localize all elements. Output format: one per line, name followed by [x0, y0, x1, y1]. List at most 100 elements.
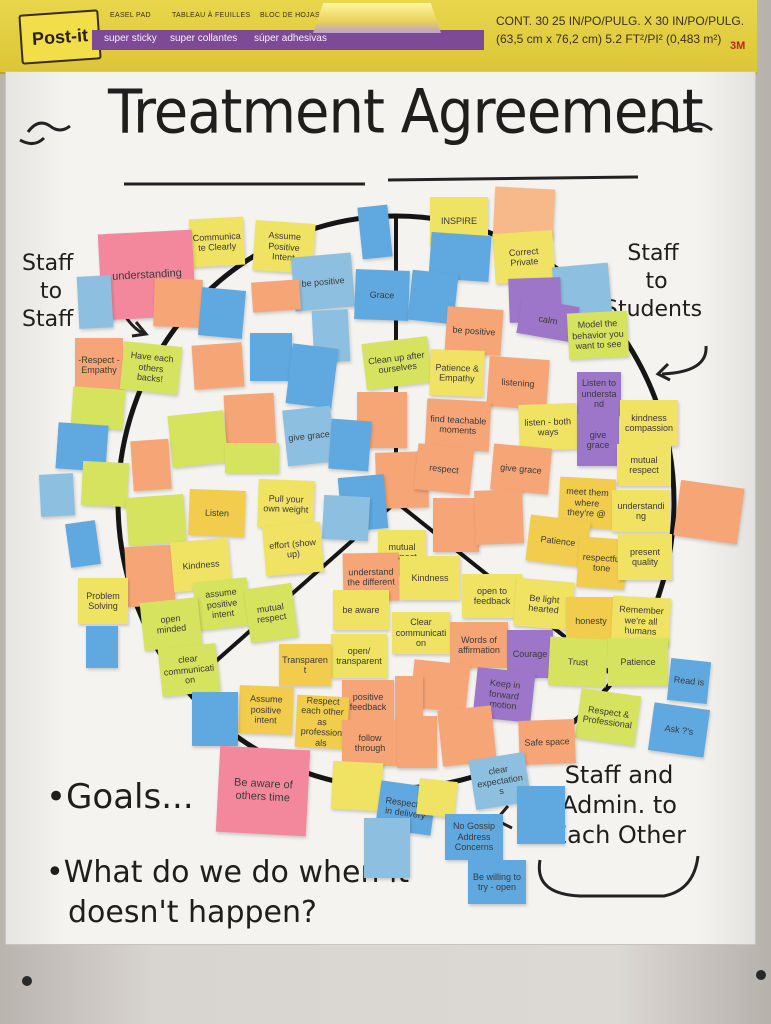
- 3m-logo: 3M: [730, 40, 746, 52]
- sticky-note: [433, 498, 479, 552]
- sticky-note: [167, 410, 229, 468]
- spec-line-1: CONT. 30 25 IN/PO/PULG. X 30 IN/PO/PULG.: [496, 14, 745, 28]
- right-magnet: [756, 970, 766, 980]
- sticky-note: assume positive intent: [192, 577, 252, 631]
- sticky-note: Courage: [507, 630, 553, 678]
- sticky-note: Communicate Clearly: [188, 216, 246, 268]
- sticky-note: [416, 778, 458, 818]
- sticky-note: clear communication: [157, 643, 221, 697]
- sticky-note: [328, 418, 372, 472]
- sticky-note: [86, 626, 118, 668]
- staff-admin-label: Staff and Admin. to Each Other: [552, 761, 687, 849]
- sticky-note: [250, 333, 292, 381]
- sticky-note: Patience & Empathy: [429, 349, 485, 397]
- staff-to-staff-label: Staff to Staff: [22, 251, 74, 332]
- sticky-note: Clear communication: [392, 612, 450, 654]
- chart-title: Treatment Agreement: [108, 77, 704, 148]
- sticky-note: Problem Solving: [78, 578, 128, 624]
- sticky-note: [364, 818, 410, 878]
- sticky-note: [397, 716, 437, 768]
- super-sticky-banner: super sticky super collantes súper adhes…: [92, 30, 484, 50]
- sticky-note: kindness compassion: [620, 400, 678, 446]
- sticky-note: give grace: [282, 405, 336, 467]
- sticky-note: effort (show up): [261, 521, 325, 577]
- sticky-note: Correct Private: [492, 229, 556, 285]
- right-flourish: [646, 121, 713, 133]
- tableau-label: TABLEAU À FEUILLES: [172, 12, 251, 19]
- sticky-note: give grace: [577, 414, 619, 466]
- sticky-note: [191, 342, 245, 390]
- sticky-note: [321, 494, 371, 542]
- sticky-note: Safe space: [518, 719, 576, 765]
- sticky-note: Be aware of others time: [215, 745, 311, 837]
- sticky-note: open/ transparent: [331, 634, 387, 678]
- sticky-note: Be willing to try - open: [468, 860, 526, 904]
- sticky-note: Words of affirmation: [450, 622, 508, 668]
- sticky-note: Model the behavior you want to see: [566, 310, 630, 360]
- sticky-note: [673, 479, 745, 545]
- sticky-note: open to feedback: [462, 574, 522, 618]
- sticky-note: [153, 278, 203, 328]
- sticky-note: [80, 460, 130, 508]
- left-flourish-tail: [19, 136, 46, 145]
- sticky-note: Patience: [608, 638, 668, 686]
- sticky-note: be positive: [444, 306, 504, 356]
- staff-to-students-label: Staff to Students: [604, 241, 703, 322]
- super-collantes-text: super collantes: [170, 33, 238, 44]
- sticky-note: [357, 204, 393, 260]
- sticky-note: Transparent: [279, 644, 331, 686]
- sticky-note: Pull your own weight: [257, 479, 315, 529]
- sticky-note: be aware: [333, 590, 389, 630]
- arrow-left-head: [131, 321, 149, 338]
- sticky-note: Have each others backs!: [119, 341, 183, 395]
- sticky-note: [330, 760, 384, 812]
- arrow-right: [661, 345, 708, 376]
- sticky-note: Trust: [547, 636, 609, 688]
- sticky-note: [251, 279, 301, 313]
- sticky-note: Respect & Professional: [574, 688, 642, 746]
- sticky-note: Read is: [666, 658, 712, 704]
- super-sticky-text: super sticky: [104, 33, 157, 44]
- sticky-note: No Gossip Address Concerns: [445, 814, 503, 860]
- sticky-note: positive feedback: [342, 680, 394, 724]
- sticky-note: follow through: [342, 720, 398, 766]
- sticky-note: [130, 438, 172, 492]
- sticky-note: mutual respect: [617, 444, 671, 486]
- sticky-note: [474, 489, 524, 545]
- goals-label: •Goals...: [46, 777, 194, 817]
- easel-pad-label: EASEL PAD: [110, 12, 151, 19]
- sticky-note: Kindness: [400, 556, 460, 600]
- spec-line-2: (63,5 cm x 76,2 cm) 5.2 FT²/PI² (0,483 m…: [496, 32, 722, 46]
- sticky-note: [285, 343, 339, 409]
- sticky-note: Listen: [188, 489, 246, 537]
- sticky-note: [197, 287, 247, 339]
- sticky-note: Listen to understand: [577, 372, 621, 416]
- pad-spec: CONT. 30 25 IN/PO/PULG. X 30 IN/PO/PULG.…: [496, 12, 746, 48]
- sticky-note: Grace: [354, 269, 410, 321]
- sticky-note: [124, 544, 176, 608]
- sticky-note: [76, 275, 114, 329]
- doesnt-happen-label: doesn't happen?: [68, 895, 317, 930]
- super-adhesivas-text: súper adhesivas: [254, 33, 327, 44]
- sticky-note: mutual respect: [243, 582, 299, 644]
- bottom-right-bracket: [537, 855, 700, 898]
- sticky-note: respect: [413, 443, 475, 495]
- title-underline-right: [387, 175, 639, 182]
- arrow-right-head: [655, 362, 671, 382]
- sticky-note: find teachable moments: [424, 398, 492, 452]
- pad-handle: [313, 3, 441, 33]
- left-flourish: [26, 121, 71, 133]
- sticky-note: open minded: [139, 597, 203, 651]
- sticky-note: Clean up after ourselves: [361, 336, 433, 390]
- sticky-note: give grace: [490, 443, 552, 495]
- sticky-note: Ask ?'s: [647, 702, 711, 758]
- bloc-label: BLOC DE HOJAS: [260, 12, 320, 19]
- sticky-note: [125, 494, 187, 546]
- left-magnet: [22, 976, 32, 986]
- what-if-label: •What do we do when it: [46, 855, 410, 890]
- sticky-note: Assume positive intent: [238, 685, 294, 735]
- sticky-note: [192, 692, 238, 746]
- sticky-note: [65, 520, 101, 568]
- sticky-note: [517, 786, 565, 844]
- sticky-note: [38, 473, 76, 517]
